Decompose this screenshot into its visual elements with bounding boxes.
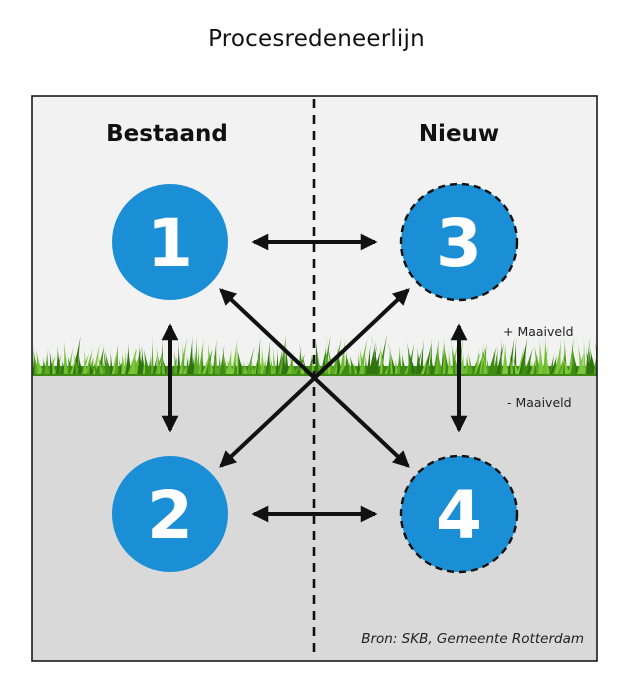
arrow-3-2 [219, 288, 410, 468]
page-title: Procesredeneerlijn [208, 26, 425, 52]
source-label: Bron: SKB, Gemeente Rotterdam [361, 631, 584, 647]
node-4-label: 4 [436, 477, 482, 554]
column-header-existing: Bestaand [106, 121, 228, 147]
node-4: 4 [399, 454, 519, 574]
node-1: 1 [112, 184, 228, 300]
node-1-label: 1 [147, 205, 193, 282]
diagram-frame [31, 95, 598, 662]
node-3-circle [399, 182, 519, 302]
arrows [161, 233, 468, 523]
nodes: 1 2 3 4 [112, 182, 519, 574]
node-3: 3 [399, 182, 519, 302]
level-label-above: + Maaiveld [503, 324, 574, 339]
node-2-label: 2 [147, 477, 193, 554]
column-header-new: Nieuw [419, 121, 499, 147]
node-2: 2 [112, 456, 228, 572]
node-3-label: 3 [436, 205, 482, 282]
level-label-below: - Maaiveld [507, 395, 572, 410]
node-2-circle [112, 456, 228, 572]
node-4-circle [399, 454, 519, 574]
node-1-circle [112, 184, 228, 300]
